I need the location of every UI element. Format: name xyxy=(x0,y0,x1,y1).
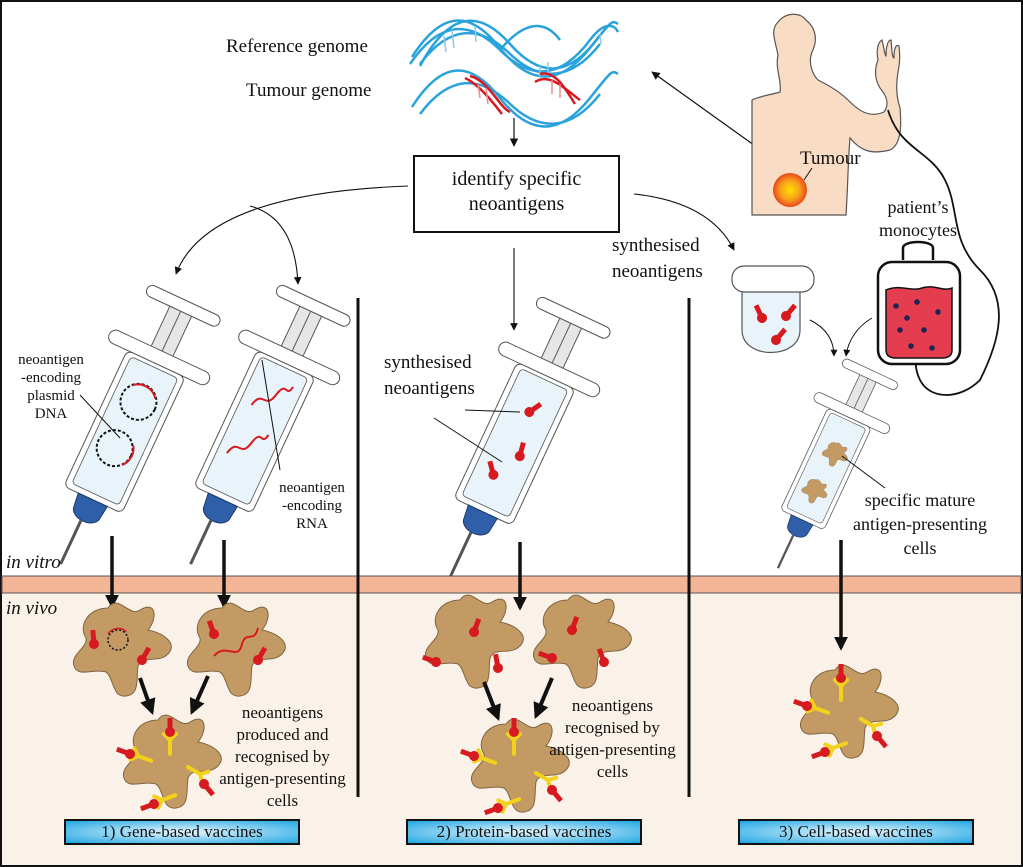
arrow-bag-to-syringe xyxy=(843,317,873,357)
in-vitro-in-vivo-divider-band xyxy=(1,575,1022,594)
apc-rna xyxy=(186,602,286,697)
in-vivo-label: in vivo xyxy=(6,598,58,619)
gene-based-vaccines-badge: 1) Gene-based vaccines xyxy=(64,819,300,845)
reference-genome-label: Reference genome xyxy=(226,36,368,57)
arrow-identify-to-rna-syringe xyxy=(249,205,302,285)
iv-tube xyxy=(887,109,1000,396)
protein-leader-line-1 xyxy=(464,409,521,413)
gene-outcome-label-2: produced and xyxy=(236,725,329,744)
plasmid-dna-label-1: neoantigen xyxy=(18,352,84,368)
monocytes-label-line1: patient’s xyxy=(887,197,949,217)
gene-outcome-label-3: recognised by xyxy=(235,747,330,766)
tumour-leader-line xyxy=(803,167,813,181)
syringe-rna xyxy=(189,284,351,565)
plasmid-leader-line xyxy=(79,394,121,439)
plasmid-dna-label-2: -encoding xyxy=(21,370,81,386)
identify-neoantigens-box xyxy=(413,155,620,233)
protein-syringe-label-2: neoantigens xyxy=(384,378,475,399)
in-vitro-label: in vitro xyxy=(6,552,61,573)
protein-syringe-label-1: synthesised xyxy=(384,352,472,373)
cells-syringe-label-1: specific mature xyxy=(864,490,976,510)
identify-box-line1: identify specific xyxy=(451,168,582,190)
rna-label-2: -encoding xyxy=(282,498,342,514)
synthesised-neoantigens-top-line2: neoantigens xyxy=(612,261,703,282)
protein-leader-line-2 xyxy=(433,417,503,463)
patient-silhouette xyxy=(751,13,902,216)
neoantigen-tube-icon xyxy=(731,265,815,353)
arrow-identify-to-dna-syringe xyxy=(174,185,409,275)
arrow-tube-to-syringe xyxy=(809,319,838,357)
syringe-cells xyxy=(776,358,898,569)
rna-leader-line xyxy=(261,359,281,471)
reference-genome-helix-bars xyxy=(410,19,619,80)
cells-syringe-label-3: cells xyxy=(903,538,937,558)
cell-based-vaccines-badge: 3) Cell-based vaccines xyxy=(738,819,974,845)
tumour-genome-helix xyxy=(410,69,619,128)
plasmid-dna-label-3: plasmid xyxy=(27,388,75,404)
monocytes-label-line2: monocytes xyxy=(879,220,957,240)
tumour-icon xyxy=(773,173,807,207)
protein-outcome-label-2: recognised by xyxy=(565,718,660,737)
arrow-protein-apc2-to-mature xyxy=(533,677,554,719)
protein-outcome-label-1: neoantigens xyxy=(571,696,654,715)
identify-box-line2: neoantigens xyxy=(468,193,565,215)
arrow-rna-apc-to-mature xyxy=(189,675,210,715)
gene-outcome-label-5: cells xyxy=(266,791,299,810)
arrow-identify-to-synthesised xyxy=(633,193,735,251)
protein-based-vaccines-badge: 2) Protein-based vaccines xyxy=(406,819,642,845)
rna-label-3: RNA xyxy=(296,516,328,532)
cells-leader-line xyxy=(841,455,886,489)
protein-outcome-label-3: antigen-presenting xyxy=(549,740,676,759)
apc-dna xyxy=(72,602,172,697)
gene-outcome-label-1: neoantigens xyxy=(241,703,324,722)
arrow-protein-apc1-to-mature xyxy=(482,681,501,721)
rna-label-1: neoantigen xyxy=(279,480,345,496)
plasmid-dna-label-4: DNA xyxy=(34,406,68,422)
protein-outcome-label-4: cells xyxy=(596,762,629,781)
synthesised-neoantigens-top-line1: synthesised xyxy=(612,235,700,256)
syringe-plasmid-dna xyxy=(59,284,221,565)
blood-bag-icon xyxy=(876,240,962,366)
gene-outcome-label-4: antigen-presenting xyxy=(219,769,346,788)
arrow-dna-apc-to-mature xyxy=(138,677,156,716)
tumour-genome-label: Tumour genome xyxy=(246,80,372,101)
tumour-label: Tumour xyxy=(800,148,861,169)
cells-syringe-label-2: antigen-presenting xyxy=(853,514,987,534)
syringe-protein xyxy=(449,296,611,577)
